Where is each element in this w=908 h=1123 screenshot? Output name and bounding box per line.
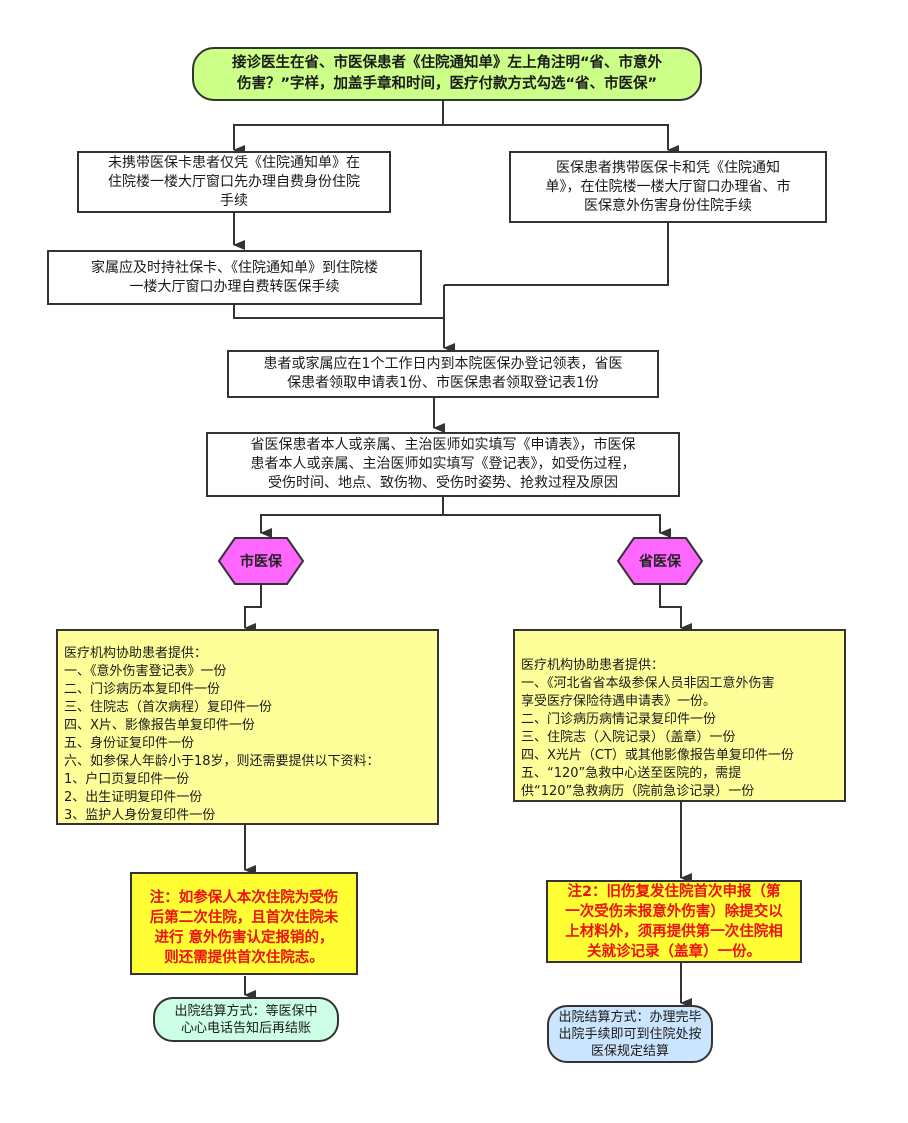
doc-line: 医疗机构协助患者提供：	[521, 658, 665, 673]
box-line: 单》，在住院楼一楼大厅窗口办理省、市	[545, 178, 791, 195]
note-line: 注：如参保人本次住院为受伤	[149, 889, 339, 906]
doc-line: 1、户口页复印件一份	[64, 772, 190, 787]
province-note: 注2：旧伤复发住院首次申报（第 一次受伤未报意外伤害）除提交以 上材料外，须再提…	[546, 880, 802, 963]
province-insurance-branch: 省医保	[616, 536, 704, 586]
box-line: 受伤时间、地点、致伤物、受伤时姿势、抢救过程及原因	[268, 475, 618, 491]
branch-label: 省医保	[639, 554, 681, 570]
province-required-documents: 医疗机构协助患者提供： 一、《河北省省本级参保人员非因工意外伤害 享受医疗保险待…	[513, 629, 846, 802]
end-line: 医保规定结算	[590, 1043, 669, 1059]
start-line: 伤害？”字样，加盖手章和时间，医疗付款方式勾选“省、市医保”	[236, 76, 658, 92]
note-line: 关就诊记录（盖章）一份。	[587, 943, 761, 960]
start-node: 接诊医生在省、市医保患者《住院通知单》左上角注明“省、市意外 伤害？”字样，加盖…	[192, 47, 702, 101]
hexagon-shape	[616, 537, 704, 585]
box-line: 保患者领取申请表1份、市医保患者领取登记表1份	[287, 375, 599, 391]
doc-line: 供“120”急救病历（院前急诊记录）一份	[521, 784, 755, 799]
box-line: 住院楼一楼大厅窗口先办理自费身份住院	[108, 173, 360, 190]
doc-line: 五、身份证复印件一份	[64, 736, 195, 751]
convert-to-insurance-box: 家属应及时持社保卡、《住院通知单》到住院楼 一楼大厅窗口办理自费转医保手续	[47, 250, 422, 305]
connector-split-left	[233, 124, 443, 155]
note-line: 进行 意外伤害认定报销的，	[154, 929, 334, 946]
doc-line: 四、X片、影像报告单复印件一份	[64, 718, 255, 733]
start-line: 接诊医生在省、市医保患者《住院通知单》左上角注明“省、市意外	[231, 55, 663, 71]
city-insurance-branch: 市医保	[217, 536, 305, 586]
branch-label: 市医保	[240, 554, 282, 570]
end-line: 出院手续即可到住院处按	[558, 1026, 702, 1042]
connector-city-docs	[244, 584, 262, 633]
doc-line: 三、住院志（首次病程）复印件一份	[64, 700, 273, 715]
box-line: 患者本人或亲属、主治医师如实填写《登记表》，如受伤过程，	[250, 456, 636, 472]
box-line: 省医保患者本人或亲属、主治医师如实填写《申请表》，市医保	[250, 437, 636, 453]
note-line: 则还需提供首次住院志。	[164, 949, 324, 966]
doc-line: 医疗机构协助患者提供：	[64, 646, 208, 661]
box-line: 患者或家属应在1个工作日内到本院医保办登记领表，省医	[263, 356, 623, 372]
note-line: 后第二次住院，且首次住院未	[149, 909, 339, 926]
city-required-documents: 医疗机构协助患者提供： 一、《意外伤害登记表》一份 二、门诊病历本复印件一份 三…	[56, 629, 439, 825]
connector-split-province	[443, 514, 671, 538]
connector-split-city	[260, 514, 443, 538]
box-line: 未携带医保卡患者仅凭《住院通知单》在	[108, 154, 360, 171]
note-line: 一次受伤未报意外伤害）除提交以	[565, 903, 783, 920]
box-line: 手续	[220, 192, 248, 209]
doc-line: 五、“120”急救中心送至医院的，需提	[521, 766, 742, 781]
province-discharge-settlement: 出院结算方式：办理完毕 出院手续即可到住院处按 医保规定结算	[547, 1005, 713, 1063]
city-discharge-settlement: 出院结算方式：等医保中 心心电话告知后再结账	[153, 997, 339, 1042]
no-card-admission-box: 未携带医保卡患者仅凭《住院通知单》在 住院楼一楼大厅窗口先办理自费身份住院 手续	[77, 151, 391, 213]
doc-line: 一、《河北省省本级参保人员非因工意外伤害	[521, 676, 775, 691]
end-line: 出院结算方式：等医保中	[174, 1003, 318, 1019]
with-card-admission-box: 医保患者携带医保卡和凭《住院通知 单》，在住院楼一楼大厅窗口办理省、市 医保意外…	[509, 151, 827, 223]
doc-line: 二、门诊病历本复印件一份	[64, 682, 221, 697]
box-line: 一楼大厅窗口办理自费转医保手续	[129, 278, 340, 295]
city-note: 注：如参保人本次住院为受伤 后第二次住院，且首次住院未 进行 意外伤害认定报销的…	[130, 872, 358, 975]
note-line: 注2：旧伤复发住院首次申报（第	[567, 883, 781, 900]
end-line: 出院结算方式：办理完毕	[558, 1009, 702, 1025]
box-line: 医保意外伤害身份住院手续	[584, 197, 752, 214]
doc-line: 享受医疗保险待遇申请表》一份。	[521, 694, 717, 709]
end-line: 心心电话告知后再结账	[180, 1020, 311, 1036]
doc-line: 三、住院志（入院记录）（盖章）一份	[521, 730, 736, 745]
doc-line: 二、门诊病历病情记录复印件一份	[521, 712, 717, 727]
doc-line: 六、如参保人年龄小于18岁，则还需要提供以下资料：	[64, 754, 380, 769]
box-line: 医保患者携带医保卡和凭《住院通知	[556, 159, 780, 176]
hexagon-shape	[217, 537, 305, 585]
doc-line: 四、X光片（CT）或其他影像报告单复印件一份	[521, 748, 794, 763]
register-form-box: 患者或家属应在1个工作日内到本院医保办登记领表，省医 保患者领取申请表1份、市医…	[227, 350, 659, 398]
connector-left2-merge	[233, 304, 444, 319]
doc-line: 3、监护人身份复印件一份	[64, 808, 216, 823]
connector-province-docs	[659, 584, 692, 633]
connector-split-right	[443, 124, 679, 155]
note-line: 上材料外，须再提供第一次住院相	[565, 923, 783, 940]
connector-right1-merge	[444, 222, 669, 286]
doc-line: 一、《意外伤害登记表》一份	[64, 664, 227, 679]
fill-form-box: 省医保患者本人或亲属、主治医师如实填写《申请表》，市医保 患者本人或亲属、主治医…	[206, 432, 680, 497]
box-line: 家属应及时持社保卡、《住院通知单》到住院楼	[91, 259, 378, 276]
doc-line: 2、出生证明复印件一份	[64, 790, 203, 805]
